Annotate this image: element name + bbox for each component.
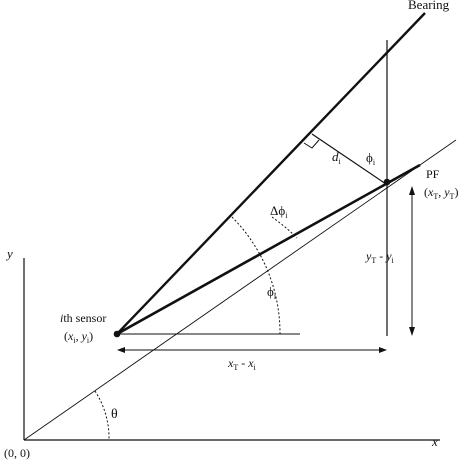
y-axis-label: y xyxy=(5,246,13,261)
dx-label: xT - xi xyxy=(227,356,257,372)
perpendicular-d xyxy=(311,133,387,185)
phi-right-label: ϕi xyxy=(366,150,376,167)
pf-label: PF xyxy=(426,167,440,181)
phi-bottom-arc xyxy=(231,216,281,335)
bearing-label: Bearing xyxy=(408,0,450,12)
sensor-label: ith sensor xyxy=(60,311,106,325)
dx-arrow-right xyxy=(379,347,387,353)
origin-label: (0, 0) xyxy=(4,446,30,460)
phi-bottom-label: ϕi xyxy=(267,284,277,301)
d-label: di xyxy=(332,149,342,166)
dy-arrow-top xyxy=(409,186,415,195)
dy-label: yT - yi xyxy=(365,249,395,265)
bearing-line xyxy=(116,12,426,335)
pf-point xyxy=(383,178,391,186)
sensor-point xyxy=(113,330,121,338)
right-angle-marker xyxy=(303,139,320,149)
pf-coordinates: (xT, yT) xyxy=(424,185,458,201)
dx-arrow-left xyxy=(117,347,125,353)
sensor-coordinates: (xi, yi) xyxy=(64,329,93,345)
dy-arrow-bottom xyxy=(409,327,415,336)
delta-phi-label: Δϕi xyxy=(270,203,288,220)
x-axis-label: x xyxy=(431,434,438,449)
theta-label: θ xyxy=(111,407,118,422)
sensor-to-pf-line xyxy=(116,163,421,336)
origin-ray xyxy=(23,139,457,441)
delta-phi-arc xyxy=(271,216,298,239)
theta-arc xyxy=(94,390,110,441)
